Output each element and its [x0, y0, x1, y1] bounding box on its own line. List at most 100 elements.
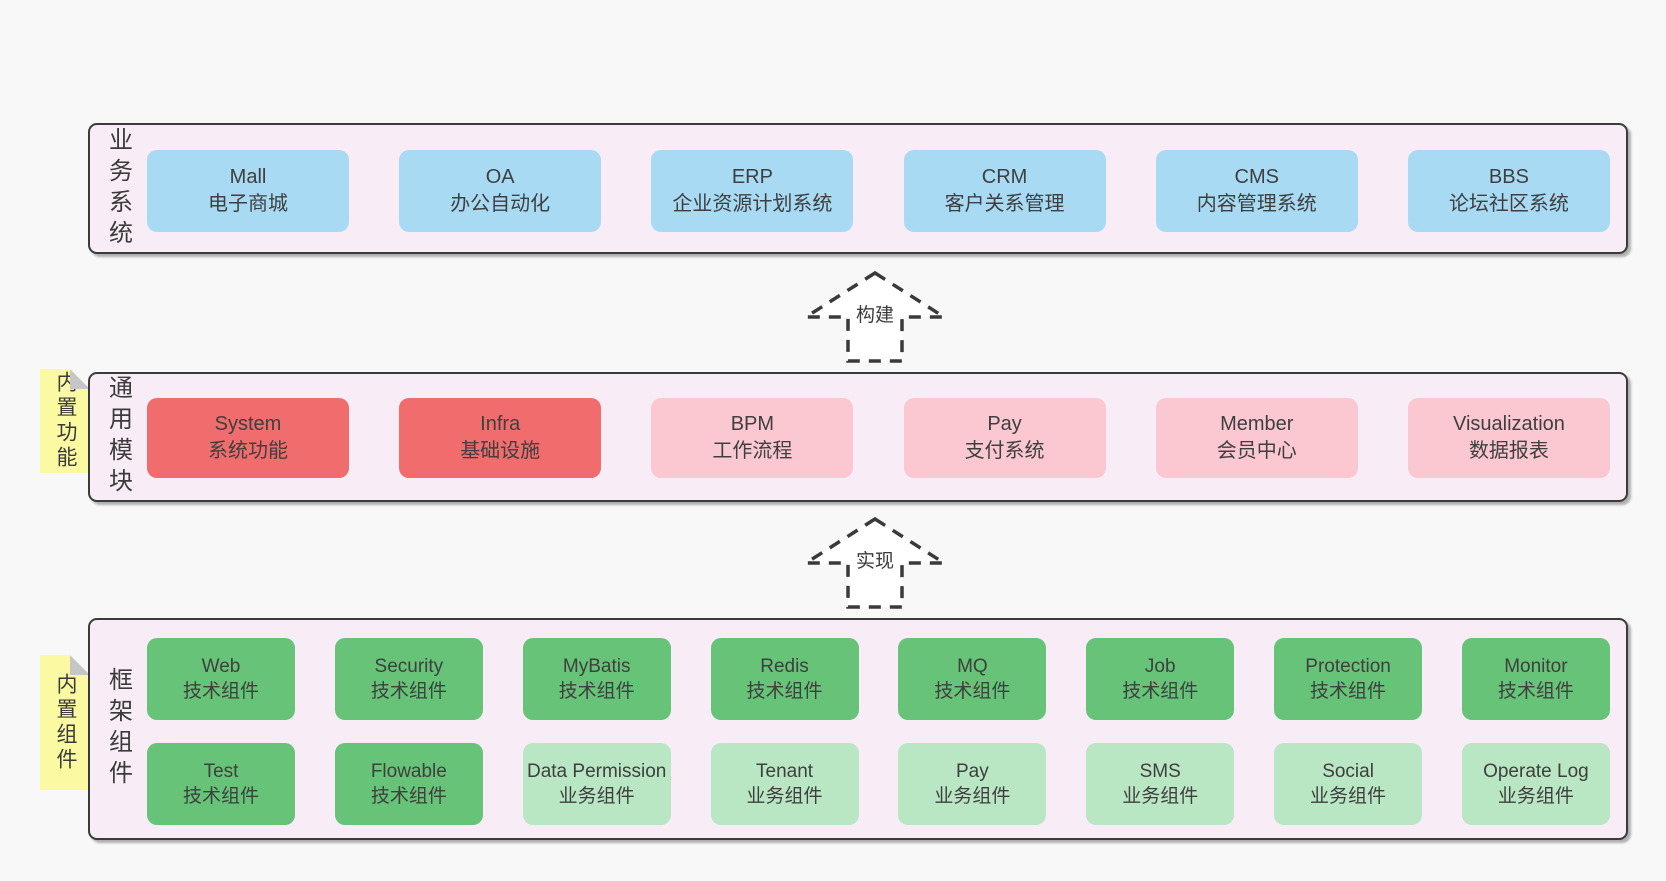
box-subtitle: 客户关系管理: [944, 193, 1065, 215]
box-title: Tenant: [756, 761, 814, 782]
box-subtitle: 系统功能: [208, 440, 288, 462]
box-title: Member: [1220, 413, 1294, 435]
box-mybatis: MyBatis 技术组件: [522, 638, 671, 720]
box-subtitle: 业务组件: [1497, 786, 1574, 807]
layer-label-business: 业务系统: [104, 126, 132, 251]
dashed-up-arrow-icon: [800, 516, 950, 609]
box-title: Social: [1322, 761, 1374, 782]
box-pay: Pay 业务组件: [898, 743, 1047, 825]
box-title: MQ: [957, 656, 988, 677]
box-subtitle: 技术组件: [558, 681, 635, 702]
box-subtitle: 技术组件: [182, 681, 259, 702]
box-title: Web: [201, 656, 241, 677]
box-title: Mall: [229, 166, 267, 188]
box-security: Security 技术组件: [334, 638, 483, 720]
box-subtitle: 技术组件: [934, 681, 1011, 702]
box-title: Flowable: [370, 761, 447, 782]
box-title: OA: [485, 166, 515, 188]
layer-business-systems: 业务系统 Mall 电子商城 OA 办公自动化 ERP 企业资源计划系统 CRM 客户关系管理…: [88, 123, 1628, 254]
box-subtitle: 业务组件: [1310, 786, 1387, 807]
box-subtitle: 会员中心: [1216, 440, 1297, 462]
dashed-up-arrow-icon: [800, 270, 950, 363]
layer-common-modules: 通用模块 System 系统功能 Infra 基础设施 BPM 工作流程 Pay 支付系统 Me…: [88, 372, 1628, 502]
box-subtitle: 论坛社区系统: [1448, 193, 1569, 215]
box-monitor: Monitor 技术组件: [1461, 638, 1610, 720]
box-title: Visualization: [1452, 413, 1565, 435]
box-subtitle: 业务组件: [934, 786, 1011, 807]
box-visualization: Visualization 数据报表: [1407, 398, 1610, 478]
box-title: CMS: [1234, 166, 1279, 188]
box-infra: Infra 基础设施: [399, 398, 602, 478]
box-subtitle: 企业资源计划系统: [672, 193, 833, 215]
box-title: System: [214, 413, 282, 435]
sticky-note-built-in-features: 内置功能: [40, 369, 90, 473]
box-title: Pay: [987, 413, 1022, 435]
box-title: BPM: [730, 413, 775, 435]
box-subtitle: 基础设施: [460, 440, 541, 462]
modules-boxes-row: System 系统功能 Infra 基础设施 BPM 工作流程 Pay 支付系统 Member 会…: [147, 398, 1610, 478]
box-sms: SMS 业务组件: [1086, 743, 1235, 825]
box-subtitle: 业务组件: [1122, 786, 1199, 807]
box-subtitle: 业务组件: [746, 786, 823, 807]
box-subtitle: 技术组件: [1497, 681, 1574, 702]
box-social: Social 业务组件: [1274, 743, 1423, 825]
box-title: Infra: [480, 413, 521, 435]
box-job: Job 技术组件: [1086, 638, 1235, 720]
box-web: Web 技术组件: [147, 638, 295, 720]
box-title: Security: [374, 656, 444, 677]
sticky-note-built-in-components: 内置组件: [40, 655, 90, 790]
box-oa: OA 办公自动化: [399, 150, 602, 232]
box-crm: CRM 客户关系管理: [903, 150, 1106, 232]
arrow-build-label: 构建: [855, 305, 894, 326]
box-cms: CMS 内容管理系统: [1155, 150, 1358, 232]
box-title: CRM: [981, 166, 1028, 188]
box-title: Protection: [1305, 656, 1391, 677]
box-title: Redis: [760, 656, 809, 677]
box-mq: MQ 技术组件: [898, 638, 1047, 720]
box-subtitle: 技术组件: [1122, 681, 1199, 702]
box-title: Pay: [956, 761, 989, 782]
box-member: Member 会员中心: [1155, 398, 1358, 478]
box-title: Monitor: [1504, 656, 1568, 677]
box-tenant: Tenant 业务组件: [710, 743, 859, 825]
box-subtitle: 业务组件: [558, 786, 635, 807]
box-subtitle: 技术组件: [182, 786, 259, 807]
box-title: ERP: [731, 166, 773, 188]
box-operate-log: Operate Log 业务组件: [1461, 743, 1610, 825]
arrow-implement-label: 实现: [855, 551, 894, 572]
box-subtitle: 技术组件: [370, 786, 447, 807]
layer-label-modules: 通用模块: [104, 375, 132, 499]
box-erp: ERP 企业资源计划系统: [651, 150, 854, 232]
box-subtitle: 内容管理系统: [1196, 193, 1317, 215]
box-data-permission: Data Permission 业务组件: [522, 743, 671, 825]
box-title: MyBatis: [562, 656, 631, 677]
box-pay: Pay 支付系统: [903, 398, 1106, 478]
arrow-implement: 实现: [800, 516, 950, 610]
box-subtitle: 技术组件: [370, 681, 447, 702]
sticky-note-text: 内置组件: [54, 672, 77, 773]
box-title: Job: [1144, 656, 1176, 677]
box-title: Test: [203, 761, 239, 782]
business-boxes-row: Mall 电子商城 OA 办公自动化 ERP 企业资源计划系统 CRM 客户关系管理 CMS 内容…: [147, 150, 1610, 232]
box-flowable: Flowable 技术组件: [334, 743, 483, 825]
box-test: Test 技术组件: [147, 743, 295, 825]
box-subtitle: 电子商城: [208, 193, 288, 215]
box-mall: Mall 电子商城: [147, 150, 349, 232]
box-title: Data Permission: [526, 761, 667, 782]
box-system: System 系统功能: [147, 398, 349, 478]
arrow-build: 构建: [800, 270, 950, 364]
box-title: SMS: [1139, 761, 1181, 782]
box-subtitle: 支付系统: [964, 440, 1045, 462]
box-title: BBS: [1488, 166, 1529, 188]
box-subtitle: 办公自动化: [450, 193, 551, 215]
sticky-note-text: 内置功能: [54, 371, 77, 471]
box-subtitle: 数据报表: [1468, 440, 1549, 462]
box-bpm: BPM 工作流程: [651, 398, 854, 478]
box-subtitle: 工作流程: [712, 440, 793, 462]
box-title: Operate Log: [1483, 761, 1589, 782]
